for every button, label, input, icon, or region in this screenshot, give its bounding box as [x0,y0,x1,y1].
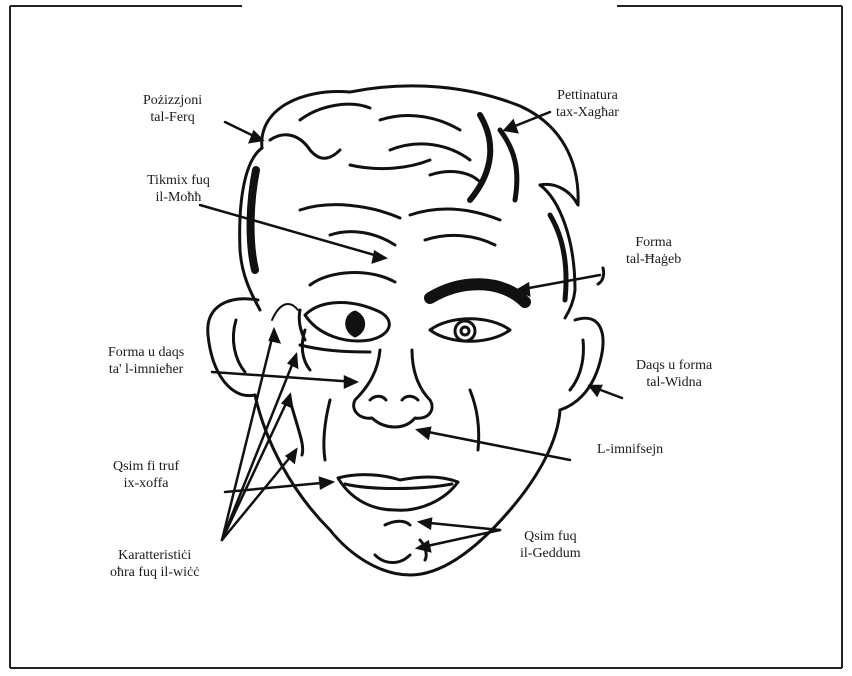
label-hairstyle: Pettinatura tax-Xagħar [556,87,619,121]
hair-outline [262,86,578,205]
label-forehead-wrinkles: Tikmix fuq il-Moħħ [147,172,210,206]
nose [354,350,432,427]
label-nose: L-imnifsejn [597,441,663,458]
label-forehead-wrinkles-line2: il-Moħħ [147,189,210,206]
label-hairstyle-line2: tax-Xagħar [556,104,619,121]
label-other-features: Karatteristiċi oħra fuq il-wiċċ [110,547,199,581]
label-ear-shape-line1: Daqs u forma [636,357,712,374]
label-chin-split-line2: il-Geddum [520,545,581,562]
pointer-arrows [200,112,622,551]
label-eyebrow-shape-line2: tal-Ħaġeb [626,251,681,268]
label-forehead-wrinkles-line1: Tikmix fuq [147,172,210,189]
label-eyebrow-shape-line1: Forma [626,234,681,251]
label-ear-shape: Daqs u forma tal-Widna [636,357,712,391]
label-hairstyle-line1: Pettinatura [556,87,619,104]
label-nostril-shape-line1: Forma u daqs [108,344,184,361]
face-drawing [208,86,604,575]
label-chin-split-line1: Qsim fuq [520,528,581,545]
label-hair-parting-line2: tal-Ferq [143,109,202,126]
label-nostril-shape: Forma u daqs ta' l-imnieħer [108,344,184,378]
label-hair-parting: Pożizzjoni tal-Ferq [143,92,202,126]
label-nose-line1: L-imnifsejn [597,441,663,458]
right-eyebrow [430,284,525,302]
left-pupil [347,312,364,336]
label-chin-split: Qsim fuq il-Geddum [520,528,581,562]
label-lip-split-line2: ix-xoffa [113,475,179,492]
label-hair-parting-line1: Pożizzjoni [143,92,202,109]
label-other-features-line2: oħra fuq il-wiċċ [110,564,199,581]
label-nostril-shape-line2: ta' l-imnieħer [108,361,184,378]
label-eyebrow-shape: Forma tal-Ħaġeb [626,234,681,268]
label-lip-split: Qsim fi truf ix-xoffa [113,458,179,492]
label-ear-shape-line2: tal-Widna [636,374,712,391]
label-other-features-line1: Karatteristiċi [110,547,199,564]
mouth [338,475,458,511]
label-lip-split-line1: Qsim fi truf [113,458,179,475]
